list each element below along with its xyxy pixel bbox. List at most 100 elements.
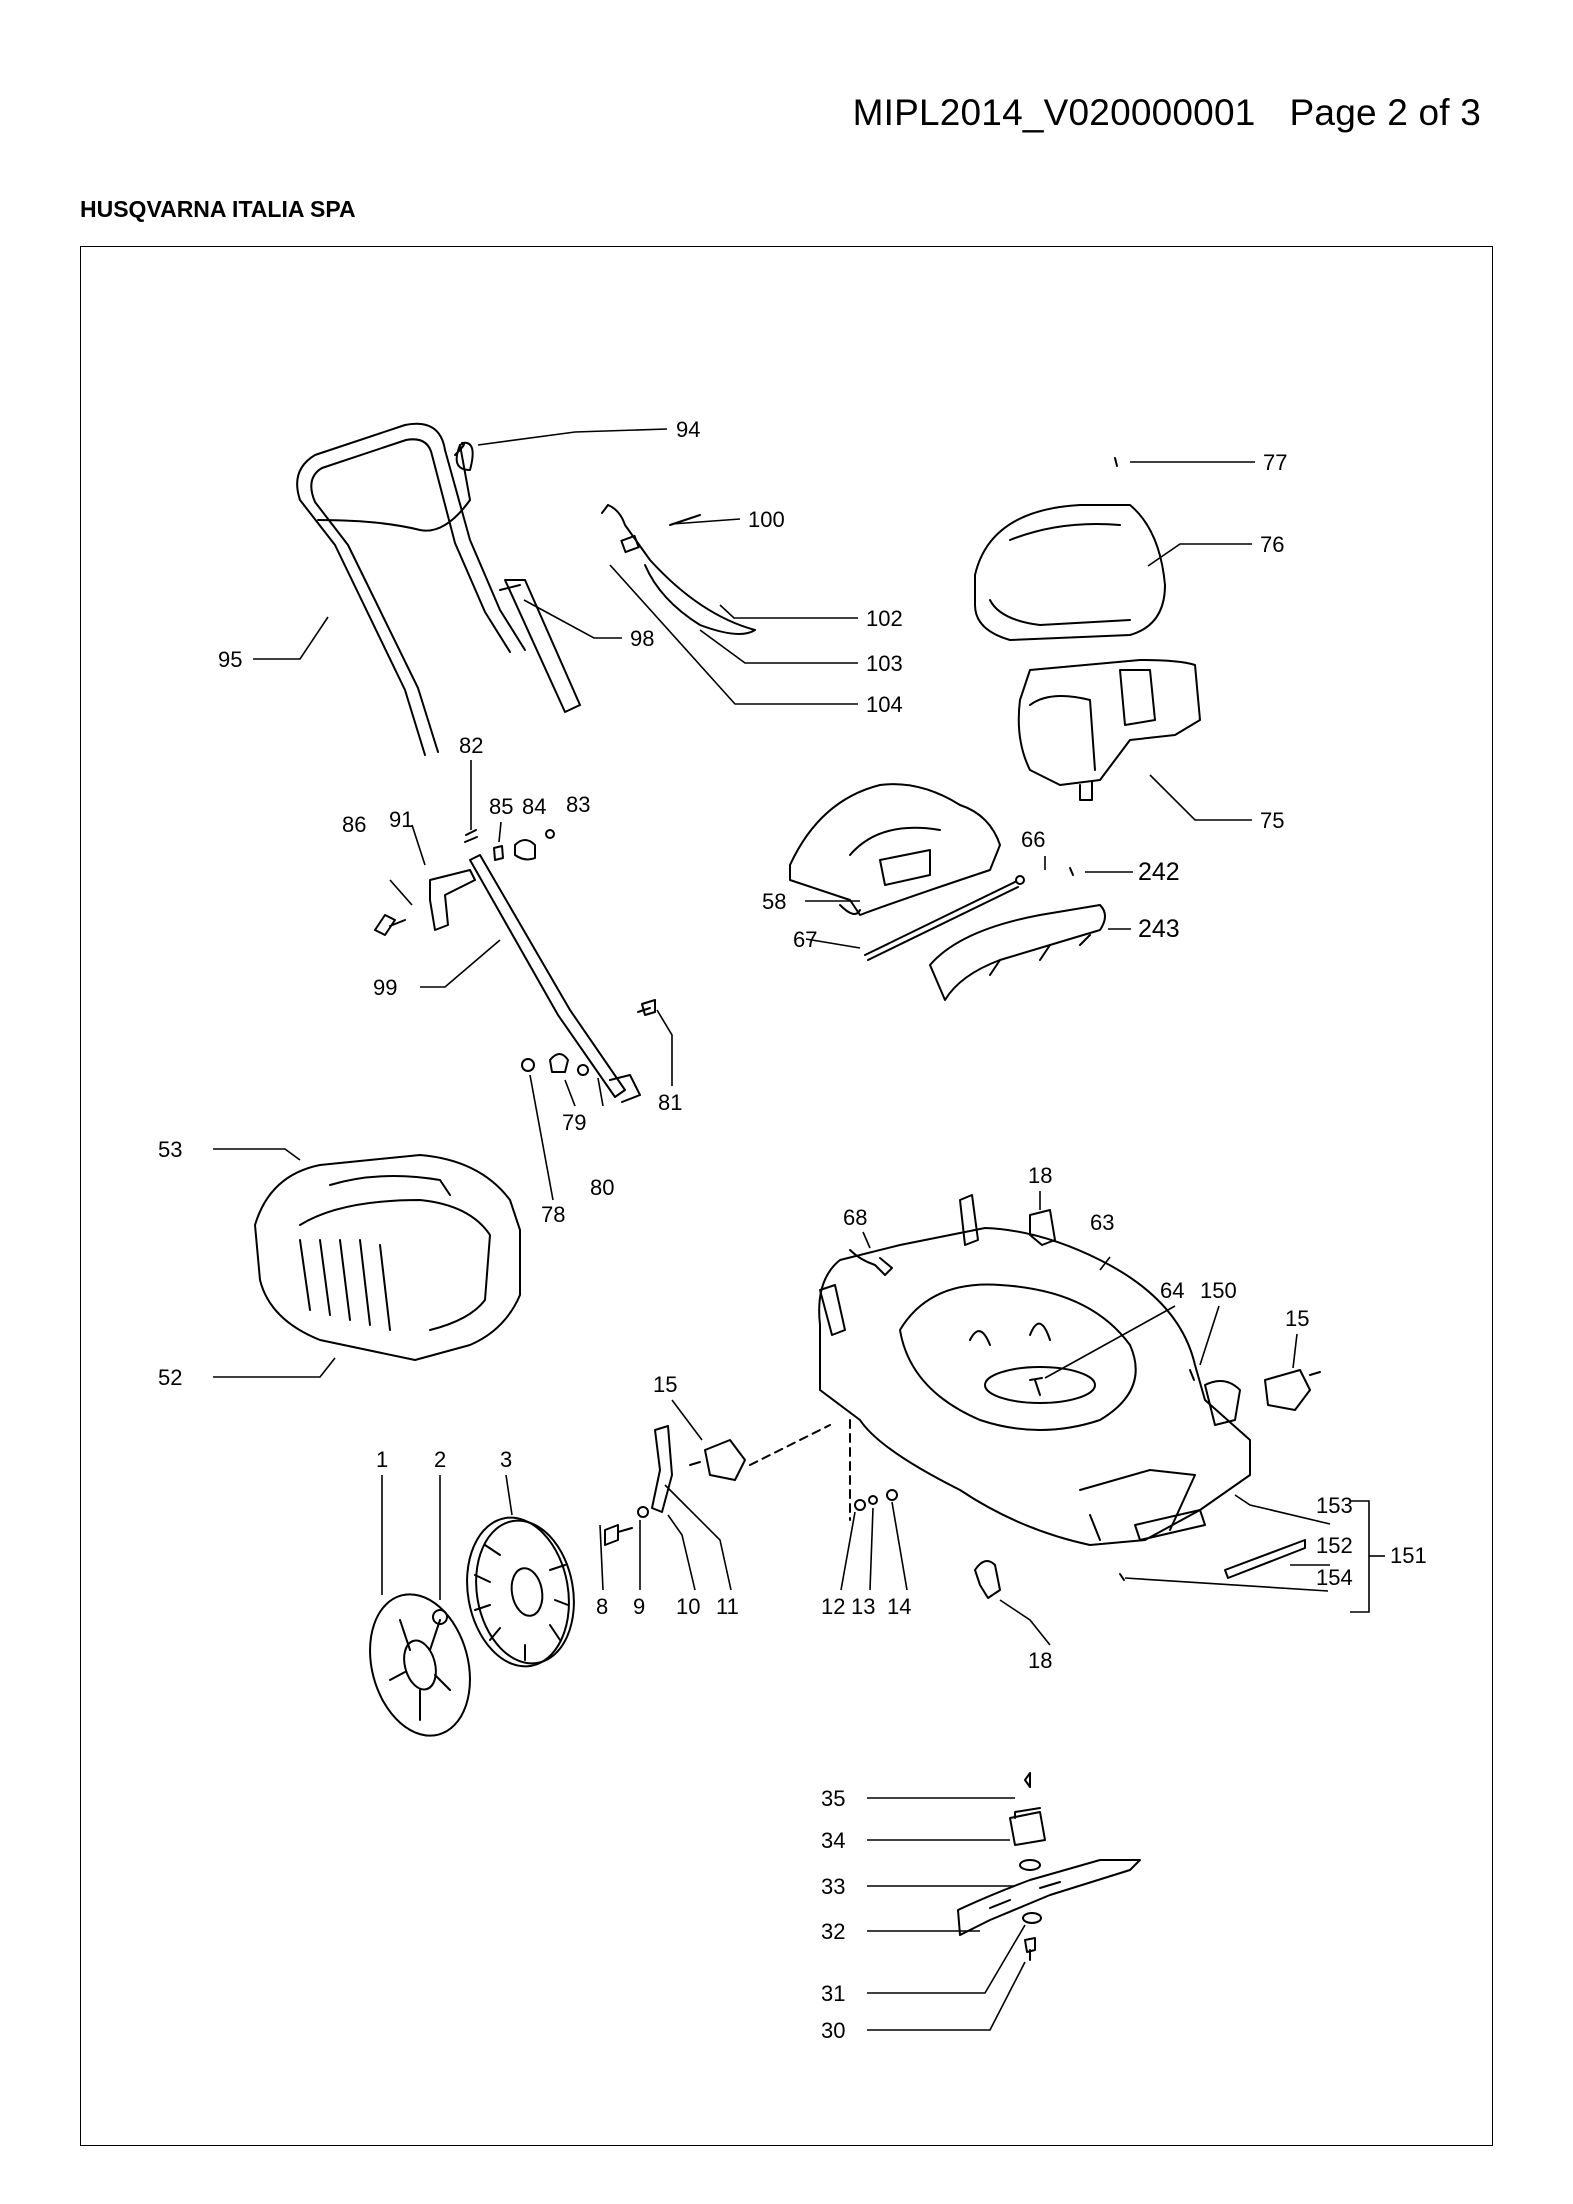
callout-label: 66 <box>1021 827 1045 852</box>
document-header: MIPL2014_V020000001 Page 2 of 3 <box>853 92 1481 134</box>
lower-handle-part <box>469 854 641 1103</box>
washer-part-31 <box>1022 1912 1042 1924</box>
callout-label: 8 <box>596 1594 608 1619</box>
callout-label: 77 <box>1263 450 1287 475</box>
bolt-part-81 <box>637 999 656 1016</box>
callout-label: 82 <box>459 733 483 758</box>
washer-part-33 <box>1019 1859 1041 1871</box>
engine-cover-part <box>974 504 1166 641</box>
callout-label: 15 <box>1285 1306 1309 1331</box>
callout-label: 85 <box>489 794 513 819</box>
callout-label: 14 <box>887 1594 911 1619</box>
callout-label: 95 <box>218 647 242 672</box>
company-name: HUSQVARNA ITALIA SPA <box>80 196 356 222</box>
callout-label: 34 <box>821 1828 845 1853</box>
callout-label: 75 <box>1260 808 1284 833</box>
rear-flap-part <box>789 783 1001 916</box>
callout-label: 18 <box>1028 1648 1052 1673</box>
callout-label: 91 <box>389 807 413 832</box>
upper-handle-part <box>296 422 526 756</box>
callout-label: 30 <box>821 2018 845 2043</box>
callout-label: 242 <box>1138 858 1180 886</box>
callout-label: 58 <box>762 889 786 914</box>
knob-part-79 <box>549 1053 569 1073</box>
callout-label: 78 <box>541 1202 565 1227</box>
callout-label: 31 <box>821 1981 845 2006</box>
callout-label: 76 <box>1260 532 1284 557</box>
callout-labels: 94 100 77 76 102 103 104 95 98 75 82 85 … <box>158 417 1427 2043</box>
callout-label: 153 <box>1316 1493 1353 1518</box>
callout-label: 63 <box>1090 1210 1114 1235</box>
callout-label: 86 <box>342 812 366 837</box>
callout-label: 18 <box>1028 1163 1052 1188</box>
callout-label: 2 <box>434 1447 446 1472</box>
nut-part-83 <box>545 829 555 839</box>
spring-part <box>464 829 478 843</box>
deck-bracket-part <box>819 1284 846 1336</box>
knob-part <box>514 839 536 861</box>
callout-label: 35 <box>821 1786 845 1811</box>
bolt-part <box>374 914 406 936</box>
screw-part-150 <box>1189 1369 1195 1381</box>
blade-part <box>957 1859 1141 1936</box>
control-cable-part <box>601 504 756 635</box>
callout-label: 68 <box>843 1205 867 1230</box>
callout-label: 154 <box>1316 1565 1353 1590</box>
callout-label: 80 <box>590 1175 614 1200</box>
wheel-part <box>466 1516 575 1668</box>
height-lever-part <box>651 1425 673 1513</box>
dashed-line <box>749 1419 851 1521</box>
handle-grip-part <box>499 579 581 713</box>
bolt-part-8 <box>604 1524 633 1546</box>
hubcap-part <box>369 1593 471 1737</box>
callout-label: 152 <box>1316 1533 1353 1558</box>
callout-label: 52 <box>158 1365 182 1390</box>
callout-label: 1 <box>376 1447 388 1472</box>
callout-label: 84 <box>522 794 546 819</box>
blade-adapter-part <box>1009 1807 1046 1846</box>
screw-part <box>1114 457 1118 467</box>
diagram-frame <box>80 246 1493 2146</box>
page-indicator: Page 2 of 3 <box>1289 92 1481 133</box>
mulch-plug-part <box>929 904 1106 1001</box>
rod-part <box>864 881 1019 961</box>
callout-label: 15 <box>653 1372 677 1397</box>
callout-label: 3 <box>500 1447 512 1472</box>
grass-bag-part <box>254 1154 521 1361</box>
callout-label: 243 <box>1138 915 1180 943</box>
screw-part-242 <box>1069 867 1074 876</box>
washer-part-80 <box>577 1064 589 1076</box>
spring-part-68 <box>849 1249 893 1276</box>
callout-label: 100 <box>748 507 785 532</box>
callout-label: 11 <box>716 1594 739 1619</box>
deck-bracket-part-2 <box>959 1194 979 1246</box>
callout-label: 99 <box>373 975 397 1000</box>
washer-part-13 <box>868 1495 878 1505</box>
callout-label: 79 <box>562 1110 586 1135</box>
callout-label: 102 <box>866 606 903 631</box>
mower-deck-part <box>818 1227 1251 1546</box>
document-id: MIPL2014_V020000001 <box>852 92 1256 133</box>
nut-part-14 <box>886 1489 898 1501</box>
deck-flap-part <box>1204 1380 1241 1426</box>
callout-label: 67 <box>793 927 817 952</box>
callout-label: 94 <box>676 417 700 442</box>
callout-label: 9 <box>633 1594 645 1619</box>
screw-part-154 <box>1119 1573 1125 1581</box>
cable-part <box>454 441 474 471</box>
callout-label: 104 <box>866 692 903 717</box>
wheel-bracket-part-right <box>1264 1369 1321 1411</box>
callout-label: 13 <box>851 1594 875 1619</box>
callout-label: 81 <box>658 1090 682 1115</box>
callout-label: 98 <box>630 626 654 651</box>
nut-part-2 <box>432 1609 448 1625</box>
key-part <box>1024 1772 1031 1788</box>
washer-part <box>1015 875 1025 885</box>
wheel-bracket-part-left <box>689 1439 746 1481</box>
skirt-strip-part <box>1224 1539 1306 1579</box>
callout-label: 53 <box>158 1137 182 1162</box>
deck-skirt-part <box>1134 1509 1206 1541</box>
callout-label: 151 <box>1390 1543 1427 1568</box>
bracket-part-18b <box>974 1560 1001 1599</box>
